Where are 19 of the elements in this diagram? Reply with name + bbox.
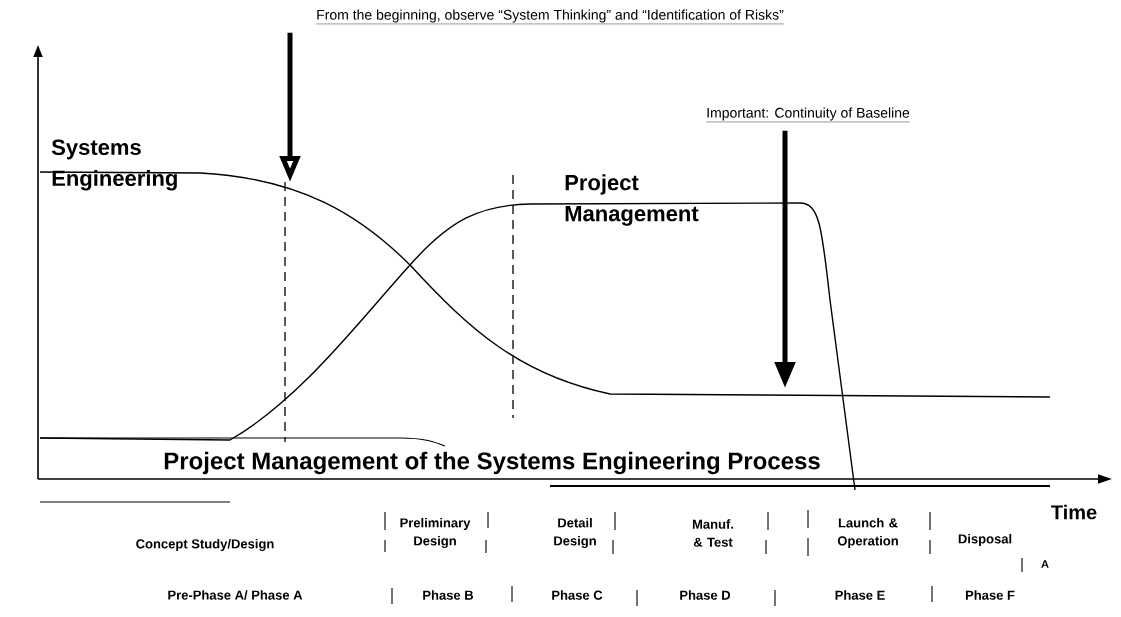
axis-label: Time [1051, 504, 1097, 520]
phase-label: A [1041, 560, 1049, 568]
phase-label: Manuf. & Test [692, 519, 734, 547]
callout-text: From the beginning, observe “System Thinking” and “Identification of Risks” [316, 9, 785, 25]
phase-label: Detail Design [554, 517, 596, 549]
phase-label: Disposal [958, 533, 1012, 547]
phase-label: Phase C [552, 590, 603, 600]
phase-label: Launch & Operation [837, 517, 898, 549]
curve-label: Project Management [565, 174, 699, 226]
phase-label: Phase F [965, 590, 1015, 600]
phase-label: Phase B [423, 590, 474, 600]
phase-label: Concept Study/Design [136, 538, 274, 552]
chart-title: Project Management of the Systems Engineering Process [162, 450, 822, 476]
callout-text: Important: Continuity of Baseline [706, 107, 911, 123]
curve-label: Systems Engineering [51, 139, 177, 191]
phase-label: Phase E [835, 590, 885, 600]
phase-label: Pre-Phase A/ Phase A [168, 590, 303, 600]
phase-label: Phase D [680, 590, 731, 600]
phase-label: Preliminary Design [400, 517, 471, 549]
